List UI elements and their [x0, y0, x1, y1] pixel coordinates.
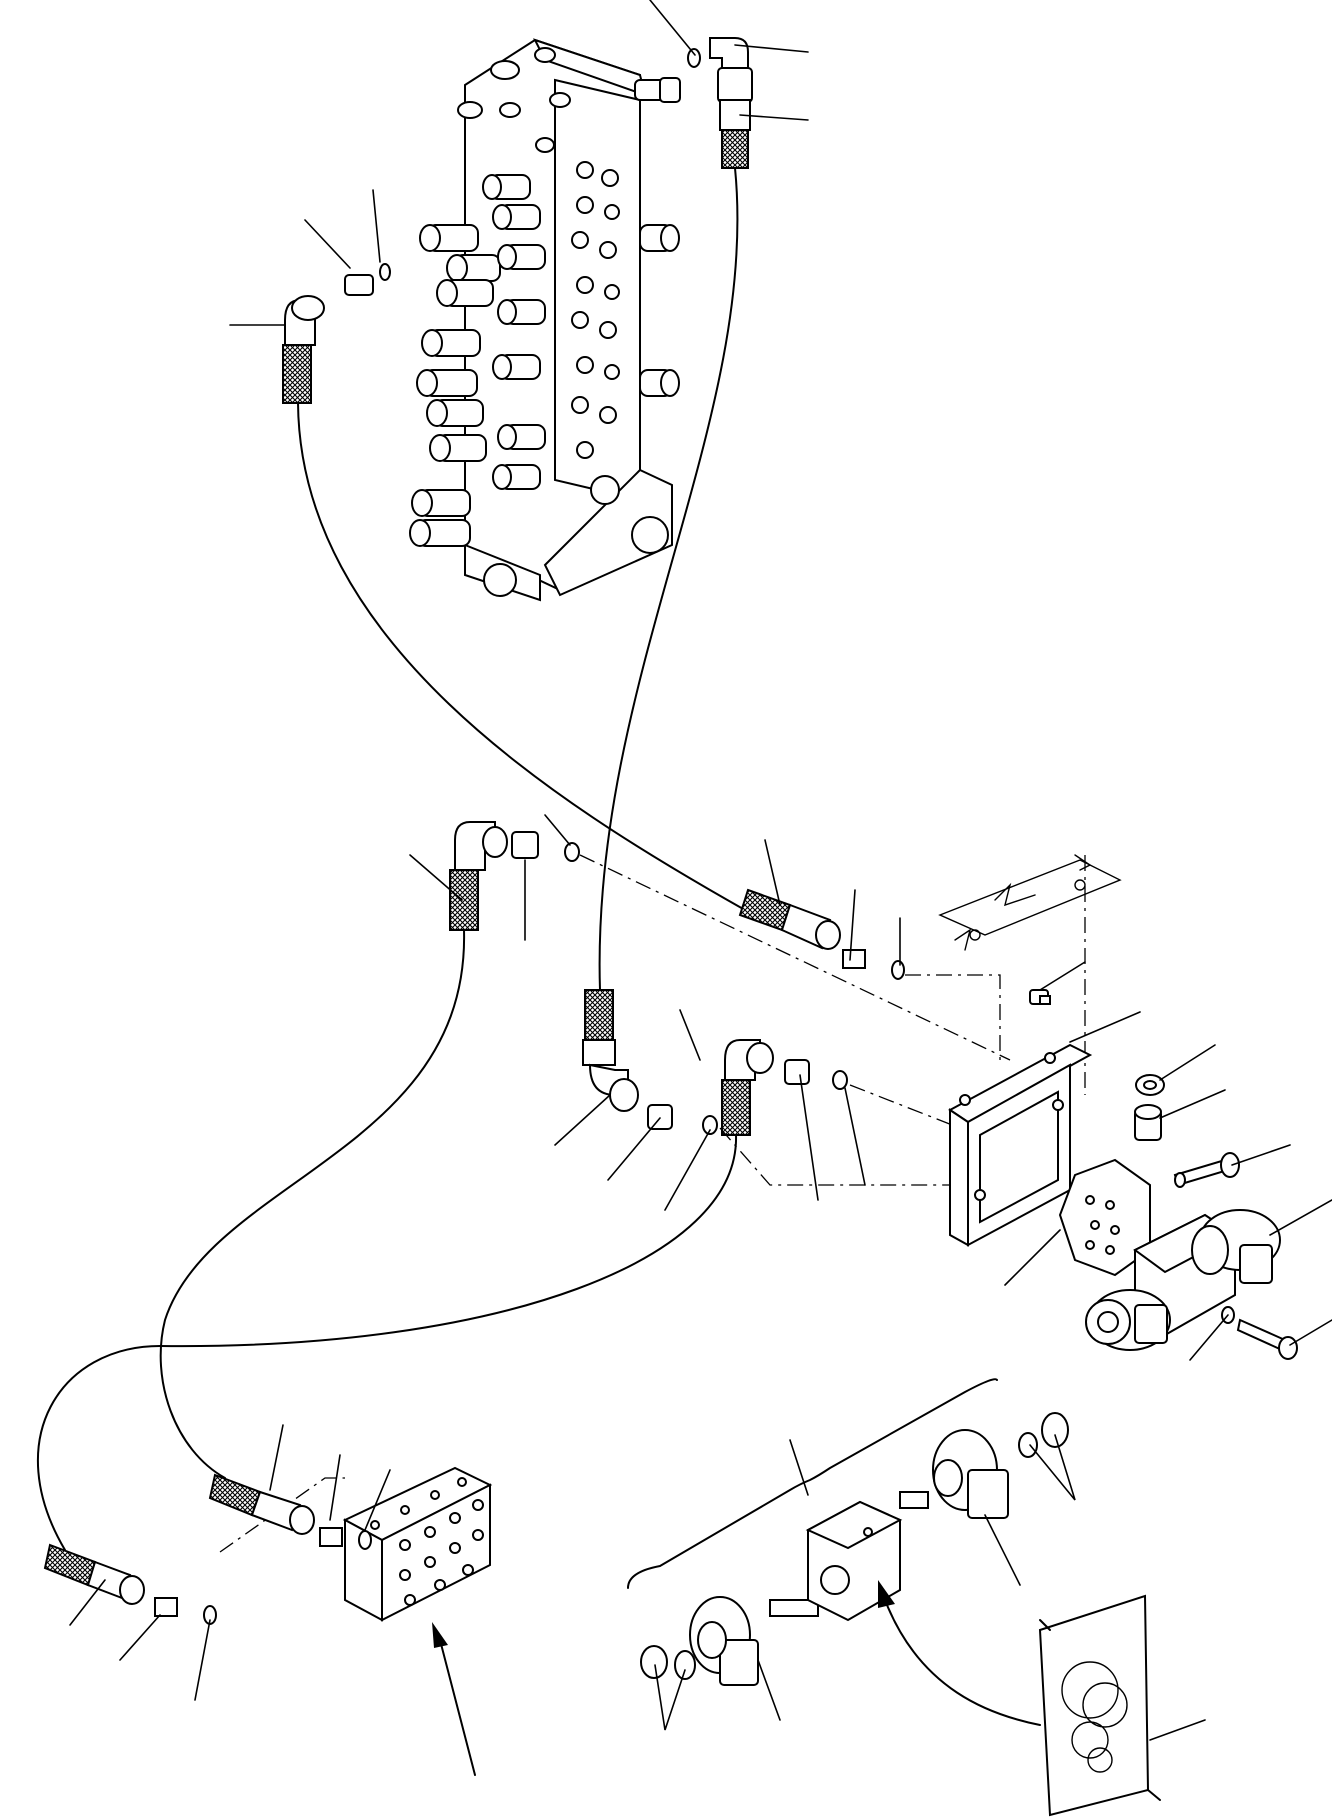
left-hose-end: [282, 344, 312, 404]
coil-left: [1085, 1289, 1171, 1351]
mounting-bolt-lower: [1221, 1306, 1298, 1360]
top-elbow-fitting: [687, 37, 753, 103]
valve-top-bosses: [457, 47, 571, 153]
upper-left-hose-end: [449, 869, 479, 931]
plate: [1058, 1158, 1151, 1277]
exploded-solenoid: [640, 1412, 1069, 1686]
hose-right-elbow-down: [37, 1134, 738, 1551]
center-elbow: [582, 989, 718, 1135]
control-valve: [409, 38, 681, 602]
valve-top-elbow: [634, 77, 681, 103]
exploded-coil-left: [689, 1596, 759, 1686]
exploded-valve-body: [805, 1500, 903, 1622]
valve-ports: [483, 161, 669, 597]
solenoid-valve: [1085, 1209, 1281, 1351]
bracket-bolt: [1029, 989, 1051, 1005]
exploded-coil-right: [932, 1429, 1009, 1519]
valve-spool-caps: [409, 174, 680, 547]
hose-top-right: [598, 167, 739, 991]
arrow-bag-to-valve: [878, 1580, 1041, 1726]
bottom-hose-right: [208, 1473, 372, 1550]
hose-upper-left-down: [159, 929, 466, 1479]
middle-hose-straight: [738, 888, 905, 980]
connector-block: [342, 1466, 493, 1622]
leader-lines: [69, 0, 1332, 1741]
arrow-to-block: [432, 1622, 476, 1776]
nut: [1134, 1104, 1162, 1141]
right-elbow: [724, 1039, 848, 1090]
top-hose-end: [719, 99, 751, 169]
seal-kit-bag: [1038, 1594, 1161, 1817]
bracket: [948, 1043, 1093, 1247]
hose-valve-to-middle: [297, 402, 746, 911]
upper-left-elbow: [454, 821, 580, 871]
bottom-hose-left: [43, 1543, 217, 1625]
coil-right: [1191, 1209, 1281, 1284]
exploded-solenoid-brace: [627, 1378, 998, 1589]
mounting-bolt-upper: [1173, 1152, 1240, 1188]
exploded-stem-right: [899, 1491, 929, 1509]
left-elbow-fitting: [284, 263, 391, 346]
washer: [1135, 1074, 1165, 1096]
exploded-stem-left: [769, 1599, 819, 1617]
right-elbow-hose-end: [721, 1079, 751, 1136]
mount-plate-outline: [938, 854, 1122, 951]
